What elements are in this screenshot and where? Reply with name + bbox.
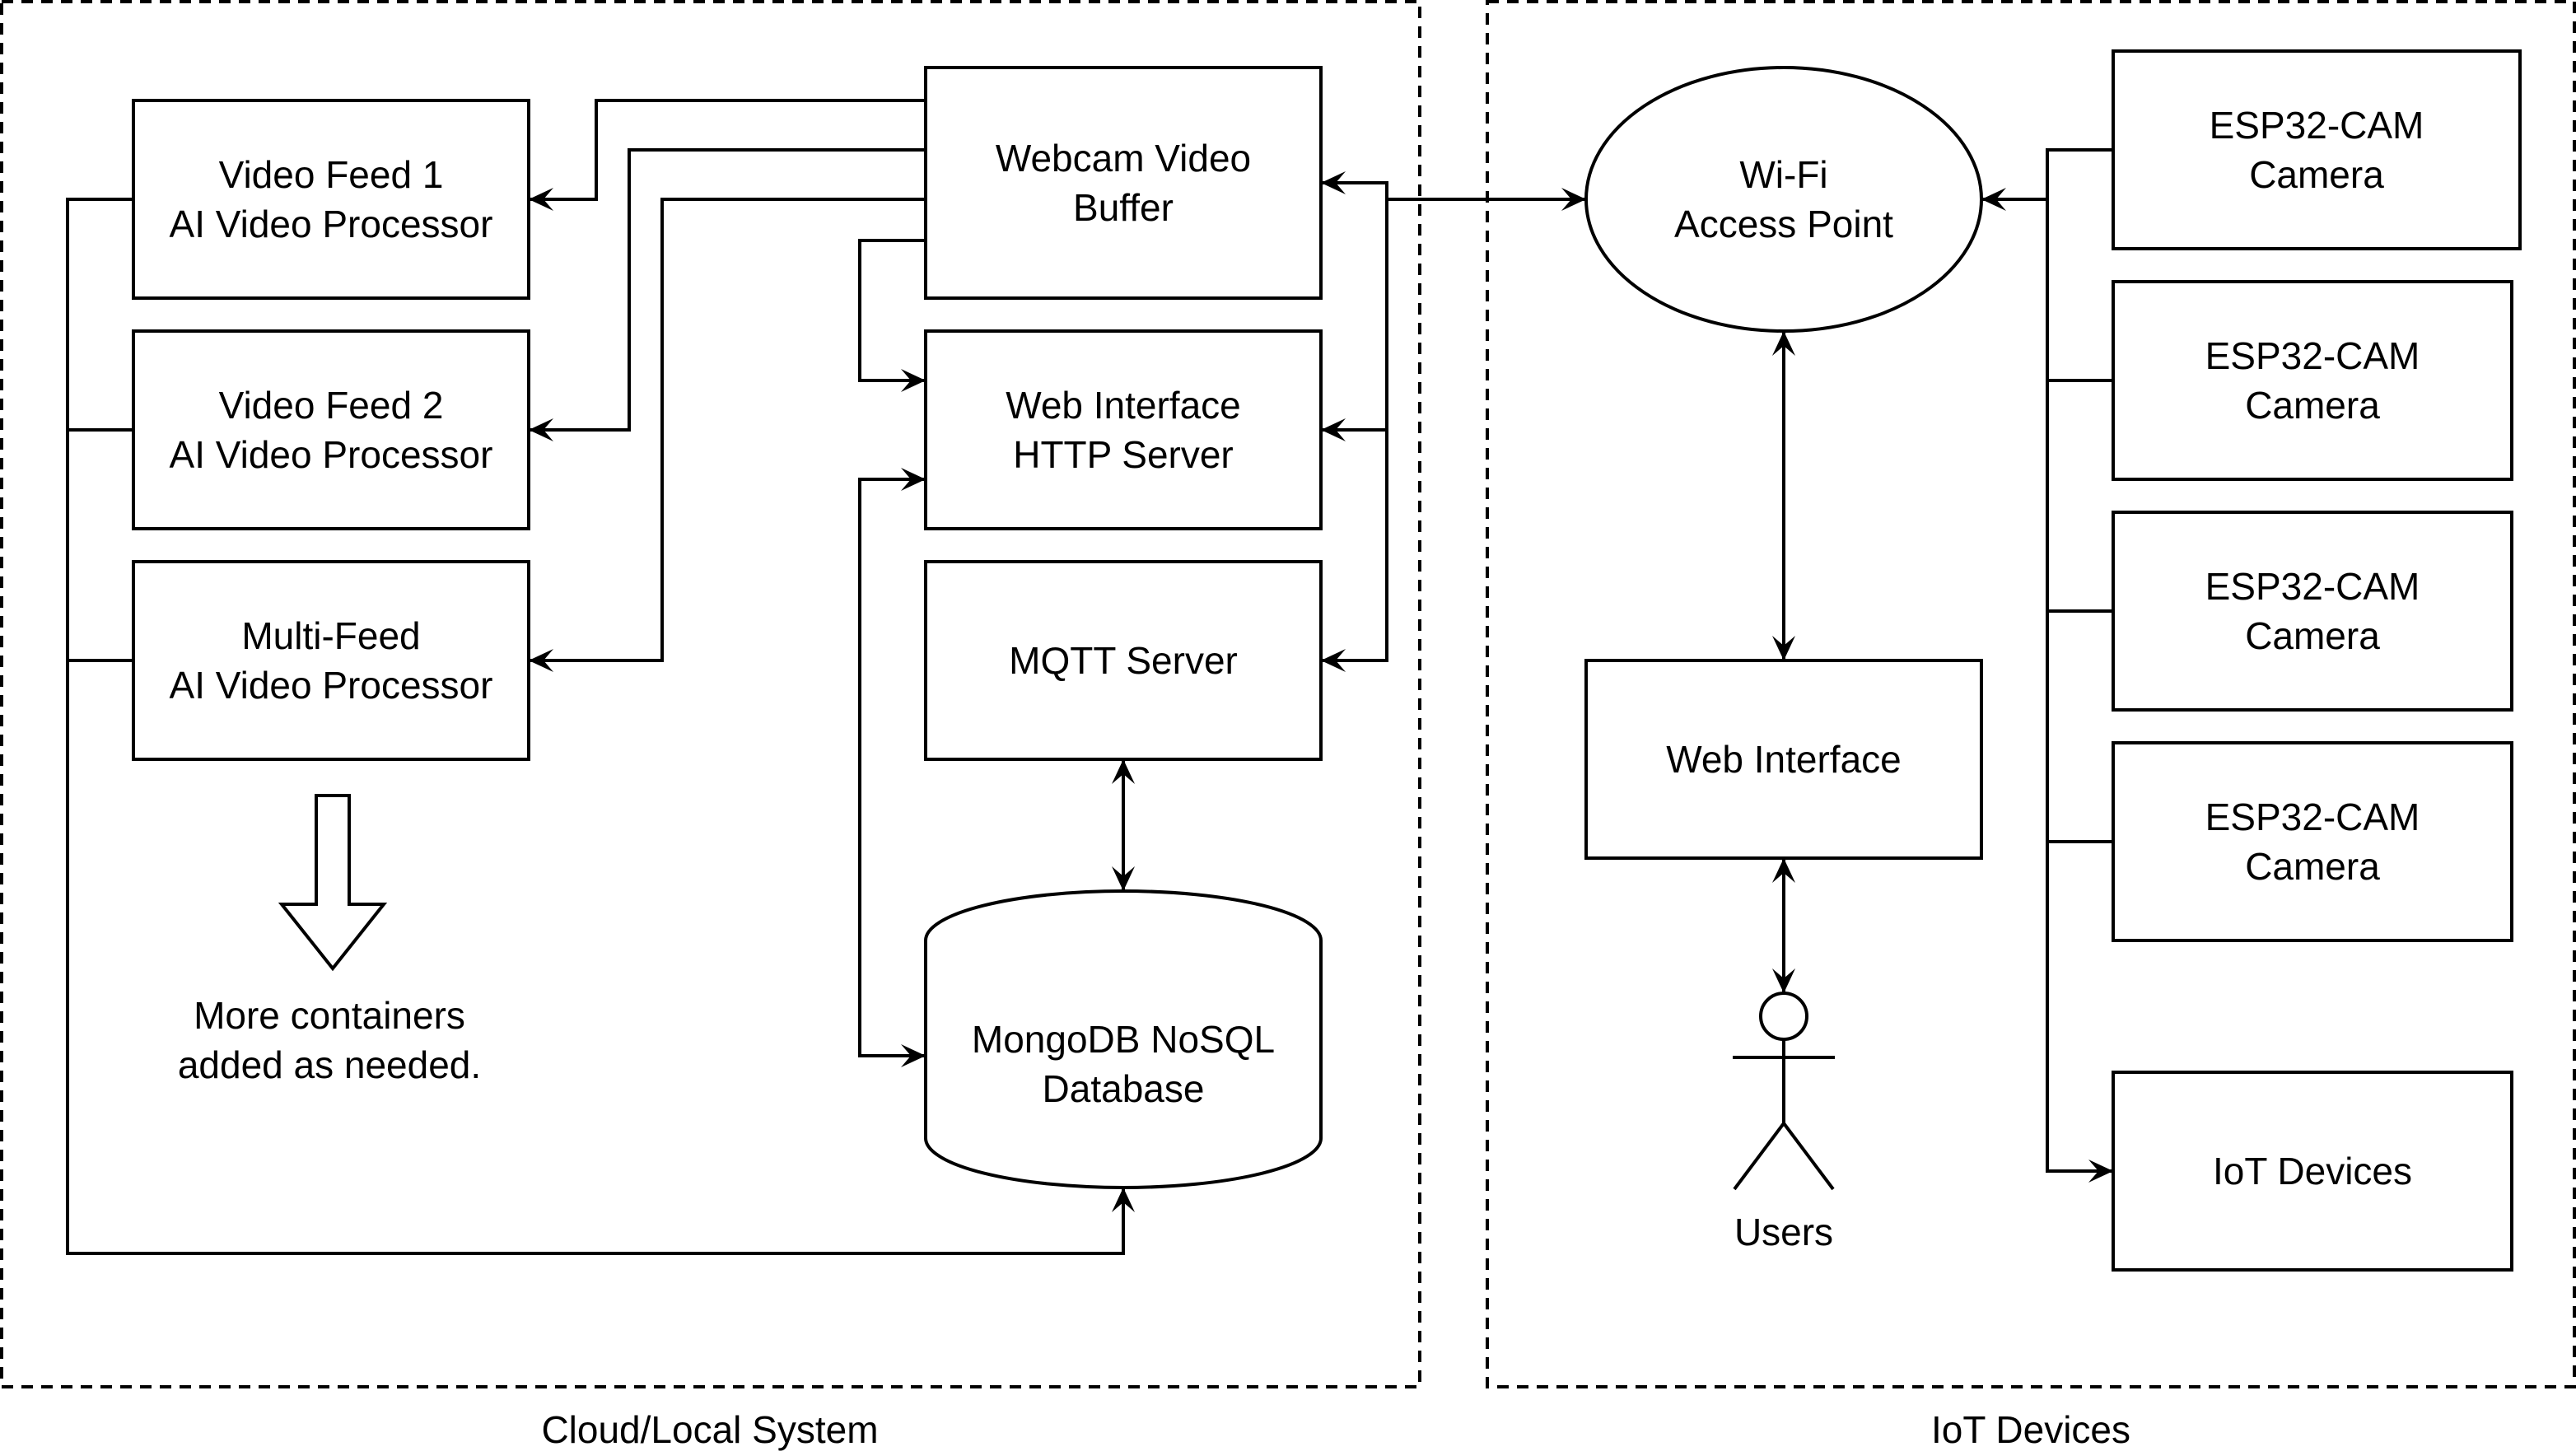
cloud-local-system-label: Cloud/Local System: [541, 1408, 878, 1451]
arrowhead-buffer-to-feed1-end: [529, 188, 553, 211]
cam4-label-line-1: ESP32-CAM: [2205, 796, 2420, 838]
cam1-label-line-2: Camera: [2249, 153, 2384, 196]
node-cam4: ESP32-CAM Camera: [2112, 741, 2513, 942]
arrowhead-bus-to-http-end: [1321, 418, 1346, 441]
arrowhead-http-to-mongo-end: [901, 1044, 926, 1067]
multi-box: [132, 560, 530, 761]
webui-box: [1584, 659, 1983, 860]
cam3-label-line-1: ESP32-CAM: [2205, 565, 2420, 608]
arrowhead-processors-to-mongo-end: [1112, 1188, 1135, 1212]
multi-label-line-2: AI Video Processor: [170, 664, 493, 707]
users-actor: [1733, 992, 1835, 1191]
connector-buffer-to-feed2: [529, 148, 926, 432]
arrowhead-cam-bus-to-wifi-end: [1981, 188, 2006, 211]
buffer-box: [924, 66, 1323, 300]
wifi-ellipse: [1584, 66, 1983, 333]
arrowhead-wifi-to-webui-start: [1772, 331, 1795, 356]
node-cam2: ESP32-CAM Camera: [2112, 280, 2513, 481]
mqtt-box: [924, 560, 1323, 761]
mqtt-label-line-1: MQTT Server: [1009, 639, 1238, 682]
cam4-label-line-2: Camera: [2245, 845, 2380, 888]
node-cam1: ESP32-CAM Camera: [2112, 49, 2522, 250]
users-label: Users: [1734, 1211, 1833, 1253]
arrowhead-buffer-to-multi-end: [529, 649, 553, 672]
arrowhead-mqtt-to-mongo-start: [1112, 759, 1135, 784]
connectors: [66, 99, 2113, 1255]
http-label-line-2: HTTP Server: [1013, 433, 1234, 476]
more-containers-note-line-1: More containers: [194, 994, 465, 1037]
arrowhead-buffer-to-feed2-end: [529, 418, 553, 441]
connector-buffer-to-multi: [529, 198, 926, 662]
cam1-box: [2112, 49, 2522, 250]
more-containers-down-arrow: [278, 794, 388, 972]
node-mqtt: MQTT Server: [924, 560, 1323, 761]
cam2-label-line-1: ESP32-CAM: [2205, 334, 2420, 377]
arrowhead-buffer-to-http-end: [901, 369, 926, 392]
iotdev-box: [2112, 1071, 2513, 1272]
cam3-label-line-2: Camera: [2245, 614, 2380, 657]
iot-devices-group-label: IoT Devices: [1931, 1408, 2130, 1451]
buffer-label-line-2: Buffer: [1073, 186, 1174, 229]
feed1-box: [132, 99, 530, 300]
http-box: [924, 329, 1323, 530]
node-multi: Multi-Feed AI Video Processor: [132, 560, 530, 761]
node-cam3: ESP32-CAM Camera: [2112, 511, 2513, 712]
wifi-label-line-2: Access Point: [1674, 203, 1893, 245]
arrowhead-bus-to-wifi-end: [1561, 188, 1586, 211]
mongo-cylinder: [924, 889, 1323, 1189]
arrowhead-webui-to-users-start: [1772, 858, 1795, 883]
iotdev-label-line-1: IoT Devices: [2213, 1150, 2412, 1192]
cam3-box: [2112, 511, 2513, 712]
connector-bus-to-http: [1321, 183, 1388, 432]
buffer-label-line-1: Webcam Video: [996, 137, 1251, 180]
node-iotdev: IoT Devices: [2112, 1071, 2513, 1272]
arrowhead-bus-to-mqtt-end: [1321, 649, 1346, 672]
users-actor-right-leg: [1782, 1122, 1835, 1191]
mongo-label-line-1: MongoDB NoSQL: [972, 1018, 1275, 1061]
wifi-label-line-1: Wi-Fi: [1739, 153, 1827, 196]
feed1-label-line-2: AI Video Processor: [170, 203, 493, 245]
feed2-box: [132, 329, 530, 530]
more-containers-note-line-2: added as needed.: [178, 1043, 481, 1086]
arrowhead-mqtt-to-mongo-end: [1112, 866, 1135, 891]
connector-bus-to-mqtt: [1321, 430, 1388, 662]
cam2-label-line-2: Camera: [2245, 384, 2380, 427]
node-webui: Web Interface: [1584, 659, 1983, 860]
connector-buffer-to-feed1: [529, 99, 926, 201]
connector-processors-to-mongo: [66, 198, 1125, 1255]
users-actor-head: [1759, 992, 1808, 1041]
users-actor-left-leg: [1733, 1122, 1785, 1191]
node-feed1: Video Feed 1 AI Video Processor: [132, 99, 530, 300]
mongo-label-line-2: Database: [1043, 1067, 1205, 1110]
connector-http-to-mongo: [858, 478, 926, 1057]
iot-devices-boundary: [1486, 0, 2576, 1388]
arrowhead-webui-to-users-end: [1772, 968, 1795, 993]
arrowhead-cam1-to-bus-end: [2088, 1160, 2113, 1183]
connector-buffer-to-http: [858, 239, 926, 382]
node-mongo: MongoDB NoSQL Database: [924, 889, 1323, 1189]
cam4-box: [2112, 741, 2513, 942]
feed2-label-line-2: AI Video Processor: [170, 433, 493, 476]
webui-label-line-1: Web Interface: [1666, 738, 1902, 781]
connector-cam1-to-bus: [2046, 148, 2113, 1173]
cam2-box: [2112, 280, 2513, 481]
node-feed2: Video Feed 2 AI Video Processor: [132, 329, 530, 530]
feed1-label-line-1: Video Feed 1: [219, 153, 444, 196]
feed2-label-line-1: Video Feed 2: [219, 384, 444, 427]
arrowhead-bus-to-buffer-end: [1321, 171, 1346, 194]
http-label-line-1: Web Interface: [1006, 384, 1241, 427]
multi-label-line-1: Multi-Feed: [241, 614, 420, 657]
arrowhead-wifi-to-webui-end: [1772, 636, 1795, 660]
arrowhead-http-to-mongo-start: [901, 468, 926, 491]
cam1-label-line-1: ESP32-CAM: [2210, 104, 2424, 147]
